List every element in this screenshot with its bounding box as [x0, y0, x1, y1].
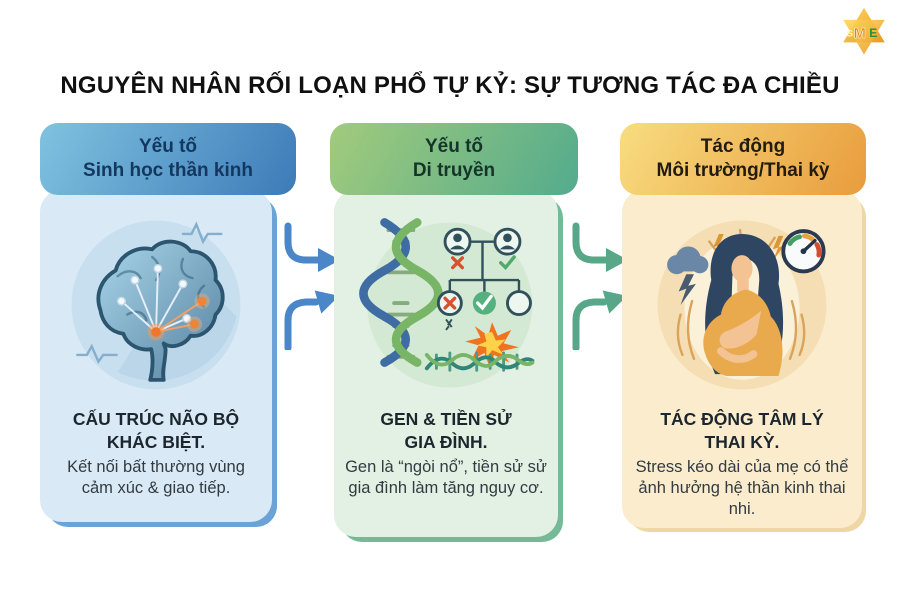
column-header-environment: Tác động Môi trường/Thai kỳ: [620, 123, 866, 195]
card-description: Stress kéo dài của mẹ có thể ảnh hưởng h…: [635, 457, 849, 519]
logo-letter-m: M: [854, 26, 866, 42]
page-title: NGUYÊN NHÂN RỐI LOẠN PHỔ TỰ KỶ: SỰ TƯƠNG…: [60, 72, 840, 99]
ekg-pulse-icon: [76, 221, 223, 365]
family-tree-icon: [436, 227, 532, 331]
card-description: Gen là “ngòi nổ”, tiền sử sử gia đình là…: [345, 457, 547, 497]
stress-gauge-icon: [781, 229, 826, 274]
dna-family-tree-icon: [359, 218, 535, 388]
header-line1: Tác động: [700, 135, 786, 157]
arrow-right-icon: [572, 222, 628, 272]
illustration-area: [348, 204, 544, 406]
gene-trigger-burst-icon: [424, 322, 535, 372]
arrow-right-icon: [572, 290, 628, 350]
star-triangle-down: [843, 19, 885, 55]
card-genetic: GEN & TIỀN SỬ GIA ĐÌNH. Gen là “ngòi nổ”…: [334, 190, 558, 537]
pregnant-woman-stress-icon: [657, 220, 827, 390]
arrow-right-icon: [284, 222, 340, 272]
logo-letter-s: S: [847, 28, 853, 39]
card-environment: TÁC ĐỘNG TÂM LÝ THAI KỲ. Stress kéo dài …: [622, 190, 862, 528]
storm-cloud-icon: [667, 246, 709, 305]
column-header-neurobiology: Yếu tố Sinh học thần kinh: [40, 123, 296, 195]
header-line1: Yếu tố: [138, 135, 198, 157]
illustration-area: [60, 204, 252, 406]
arrow-right-icon: [284, 290, 340, 350]
heading-line2: THAI KỲ.: [704, 431, 780, 452]
pregnant-woman-figure: [703, 233, 784, 377]
brain-neural-network-icon: [71, 220, 241, 390]
card-description: Kết nối bất thường vùng cảm xúc & giao t…: [67, 457, 245, 497]
heading-line1: GEN & TIỀN SỬ: [380, 409, 512, 429]
heading-line2: KHÁC BIỆT.: [106, 431, 206, 452]
card-neurobiology: CẤU TRÚC NÃO BỘ KHÁC BIỆT. Kết nối bất t…: [40, 190, 272, 522]
card-heading: GEN & TIỀN SỬ GIA ĐÌNH.: [380, 408, 511, 454]
card-heading: TÁC ĐỘNG TÂM LÝ THAI KỲ.: [660, 408, 823, 454]
sme-star-logo-icon: S M E: [843, 7, 885, 55]
header-line1: Yếu tố: [424, 135, 484, 157]
header-line2: Môi trường/Thai kỳ: [656, 160, 830, 181]
heading-line1: TÁC ĐỘNG TÂM LÝ: [660, 409, 824, 429]
dna-helix-icon: [359, 218, 443, 367]
logo-letter-e: E: [869, 26, 877, 40]
heading-line1: CẤU TRÚC NÃO BỘ: [72, 409, 240, 429]
header-line2: Di truyền: [412, 160, 496, 181]
illustration-area: [646, 204, 838, 406]
header-line2: Sinh học thần kinh: [83, 160, 253, 181]
card-heading: CẤU TRÚC NÃO BỘ KHÁC BIỆT.: [73, 408, 239, 454]
column-header-genetic: Yếu tố Di truyền: [330, 123, 578, 195]
heading-line2: GIA ĐÌNH.: [404, 431, 488, 452]
